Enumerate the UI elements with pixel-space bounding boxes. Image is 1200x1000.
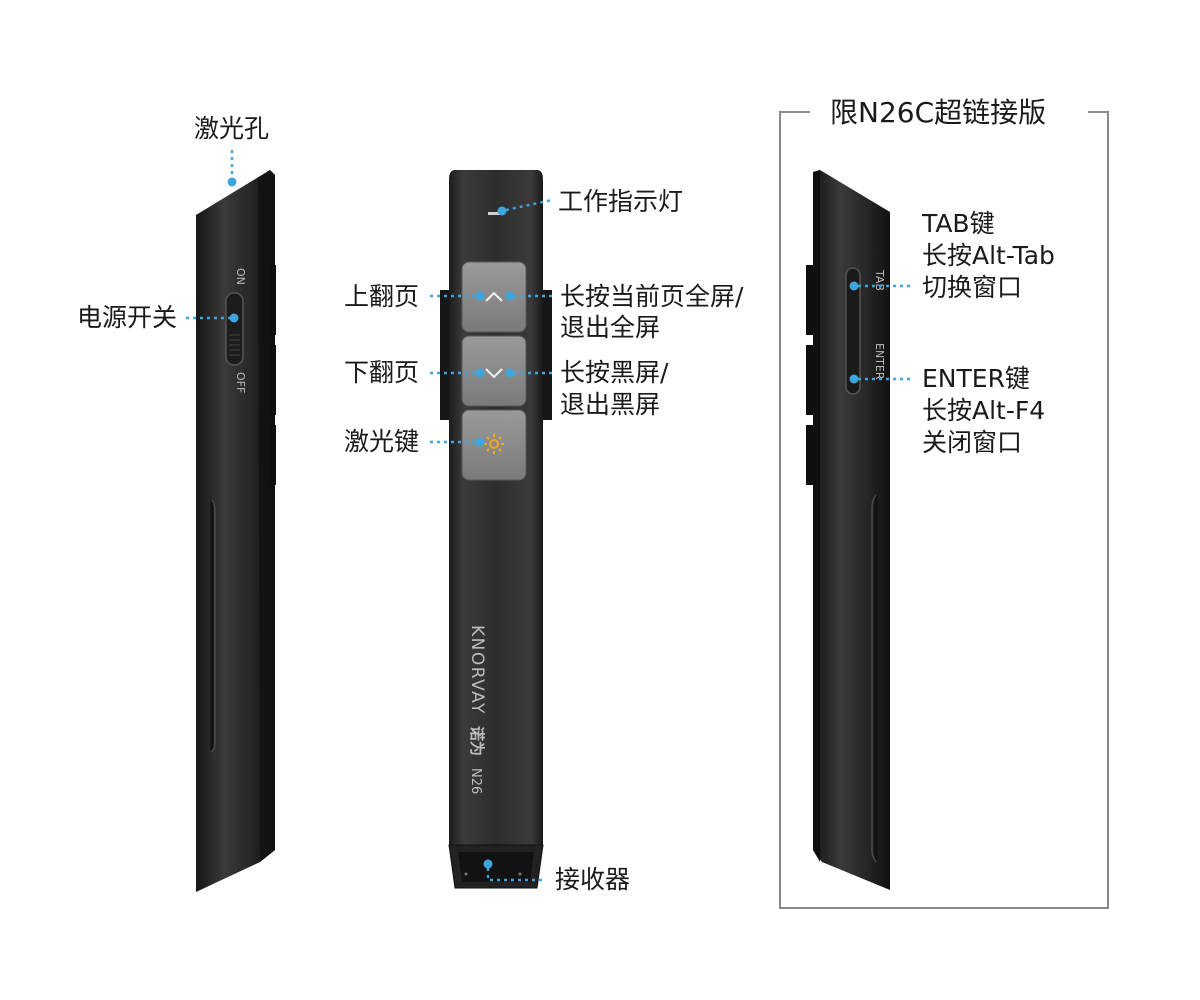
switch-on-text: ON	[234, 268, 247, 285]
chevron-up-icon	[485, 291, 503, 302]
power-switch[interactable]	[225, 292, 244, 366]
page-down-dot	[475, 368, 485, 378]
edition-box-title: 限N26C超链接版	[820, 96, 1057, 130]
left-device-side-view: ON OFF	[196, 170, 276, 892]
page-down-long-dot	[505, 368, 515, 378]
laser-key-dot	[475, 437, 485, 447]
right-device-side-view: TAB ENTER	[806, 170, 890, 890]
laser-hole-dot	[227, 177, 237, 187]
status-light-label: 工作指示灯	[558, 187, 684, 216]
status-light	[488, 212, 502, 215]
page-up-label: 上翻页	[344, 282, 420, 311]
tab-label-line2: 长按Alt-Tab	[922, 241, 1055, 270]
page-down-long-label-line2: 退出黑屏	[560, 390, 661, 419]
brand-text: KNORVAY	[467, 625, 487, 715]
laser-button[interactable]	[461, 409, 527, 481]
tab-key-text: TAB	[873, 269, 886, 291]
leader-status-light	[505, 198, 553, 212]
page-down-button[interactable]	[461, 335, 527, 407]
status-light-dot	[497, 206, 507, 216]
leader-receiver	[486, 868, 545, 882]
receiver-dot	[483, 859, 493, 869]
enter-label-line3: 关闭窗口	[922, 428, 1023, 457]
power-switch-dot	[229, 313, 239, 323]
tab-label-line1: TAB键	[922, 209, 995, 238]
receiver-label: 接收器	[555, 865, 631, 894]
power-switch-label: 电源开关	[77, 303, 178, 332]
page-down-label: 下翻页	[344, 358, 420, 387]
edition-box-frame	[779, 111, 1109, 909]
enter-label-line1: ENTER键	[922, 364, 1030, 393]
enter-key-dot	[849, 374, 859, 384]
page-up-long-label-line2: 退出全屏	[560, 313, 661, 342]
laser-key-label: 激光键	[344, 427, 420, 456]
page-up-long-dot	[505, 291, 515, 301]
brand-cn-text: 诺为	[468, 726, 486, 756]
page-down-long-label-line1: 长按黑屏/	[560, 358, 669, 387]
chevron-down-icon	[485, 368, 503, 379]
tab-key-dot	[849, 281, 859, 291]
switch-off-text: OFF	[234, 372, 247, 393]
page-up-button[interactable]	[461, 261, 527, 333]
tab-enter-rocker[interactable]	[845, 267, 861, 395]
laser-sun-icon	[484, 434, 504, 454]
page-up-long-label-line1: 长按当前页全屏/	[560, 282, 744, 311]
enter-key-text: ENTER	[873, 343, 886, 380]
laser-hole-label: 激光孔	[194, 114, 270, 143]
tab-label-line3: 切换窗口	[922, 273, 1023, 302]
model-text: N26	[468, 768, 483, 794]
center-device-front-view: KNORVAY 诺为 N26	[440, 170, 552, 889]
page-up-dot	[475, 291, 485, 301]
enter-label-line2: 长按Alt-F4	[922, 396, 1046, 425]
